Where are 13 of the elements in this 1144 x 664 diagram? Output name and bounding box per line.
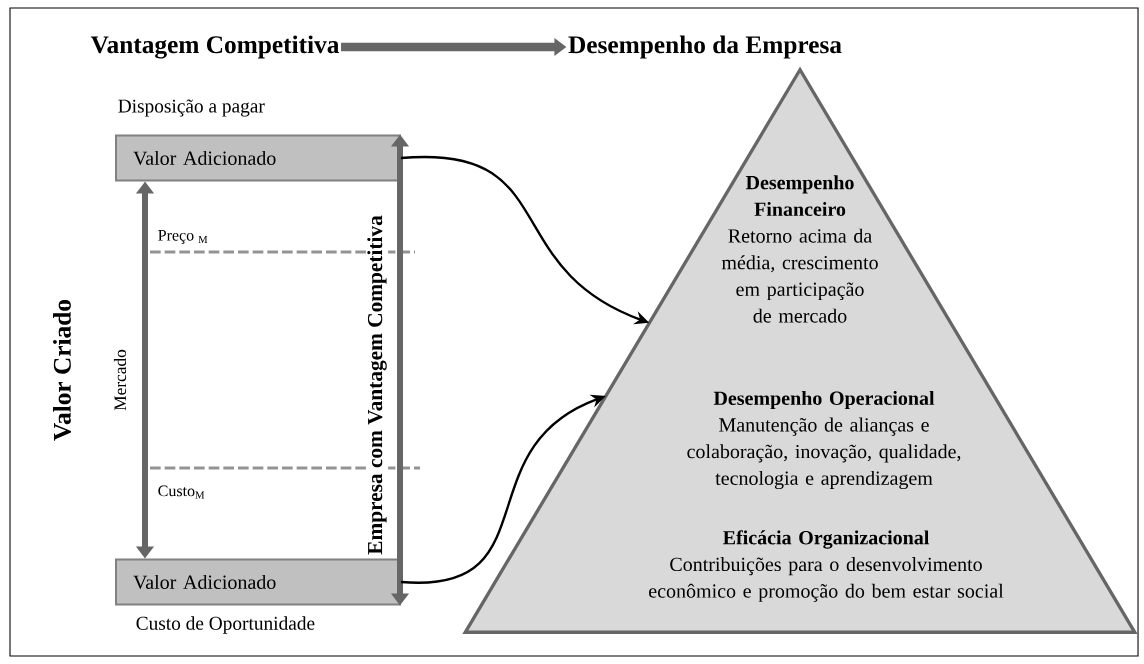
edge-label: Empresa com Vantagem Competitiva [365,213,389,557]
heading: Vantagem Competitiva [90,35,340,59]
axis-label: Custo$_{M}$ [158,485,205,499]
pyramid-level-text: Desempenho Operacional Manutenção de alianças e colaboração, inovação, qualidade, tecnologia e aprendizagem [687,390,961,490]
heading: Desempenho da Empresa [568,35,842,59]
axis-label: Valor Criado [53,300,71,441]
pyramid-level-text: Eficácia Organizacional Contribuições para o desenvolvimento econômico e promoção do bem estar social [649,530,1004,602]
pyramid-level-text: Desempenho Financeiro Retorno acima da média, crescimento em participação de mercado [721,175,878,323]
edge-label: Mercado [113,349,127,411]
axis-label: Disposição a pagar [118,99,265,117]
value-box: Valor Adicionado [115,558,401,606]
axis-label: Preço $_{M}$ [158,230,208,244]
value-box: Valor Adicionado [115,134,401,182]
